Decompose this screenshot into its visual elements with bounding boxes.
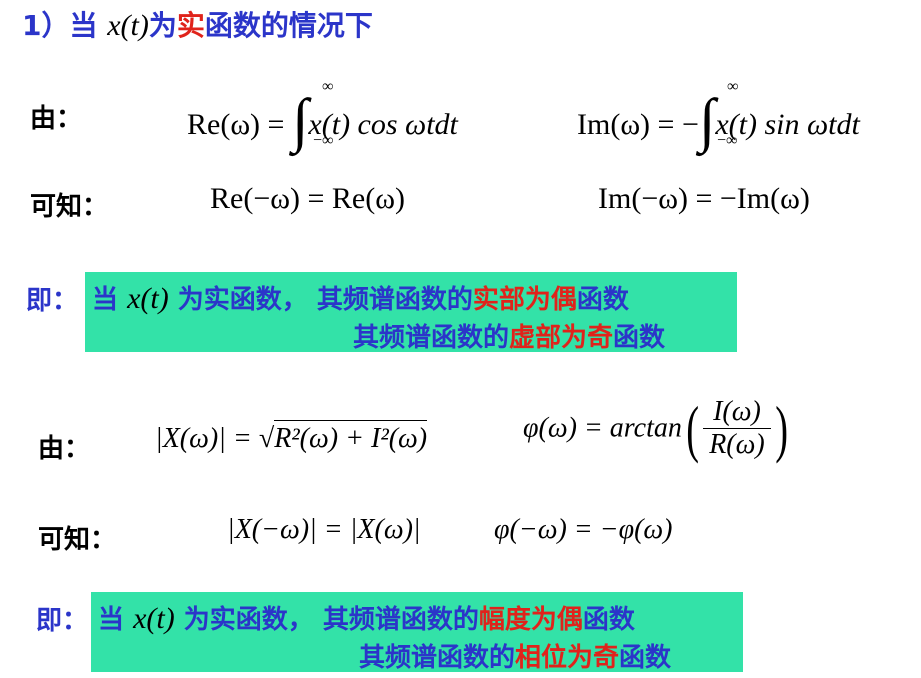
box2-line2: 其频谱函数的相位为奇函数: [359, 637, 671, 674]
box2-line1-c: 其频谱函数的: [313, 605, 479, 635]
box1-line2-a: 其频谱函数的: [353, 323, 510, 353]
heading-number: 1）: [22, 9, 70, 42]
box2-line1-b: 为实函数，: [174, 605, 314, 635]
integral-sign: ∫: [291, 87, 309, 153]
re-lhs: Re(ω) =: [187, 108, 292, 141]
left-paren: (: [686, 392, 699, 464]
heading-mid: 为: [148, 9, 177, 42]
box1-line1-a: 当: [92, 285, 128, 315]
row1-label: 由：: [30, 104, 83, 134]
row2-label: 可知：: [30, 192, 109, 222]
box1-line1-d: 函数: [576, 285, 629, 315]
numerator: I(ω): [703, 396, 771, 429]
conclusion-box-2: [91, 592, 743, 672]
phase-odd-equation: φ(−ω) = −φ(ω): [494, 514, 673, 545]
heading-var: x(t): [107, 9, 149, 42]
im-rhs: x(t) sin ωtdt: [715, 108, 860, 141]
row4-label: 可知：: [38, 525, 117, 555]
fraction: I(ω)R(ω): [703, 396, 771, 461]
row3-label: 由：: [38, 434, 91, 464]
heading-red-word: 实: [176, 9, 205, 42]
conclusion-box-1: [85, 272, 737, 352]
box1-line1: 当 x(t) 为实函数， 其频谱函数的实部为偶函数: [92, 279, 629, 316]
box2-var: x(t): [133, 602, 175, 635]
box1-line1-c: 其频谱函数的: [307, 285, 473, 315]
box1-var: x(t): [127, 282, 169, 315]
upper-limit: ∞: [727, 78, 739, 95]
right-paren: ): [774, 392, 788, 464]
box2-line1-red: 幅度为偶: [478, 605, 583, 635]
box1-line2: 其频谱函数的虚部为奇函数: [353, 317, 665, 354]
box1-line2-b: 函数: [613, 323, 666, 353]
integral-sign: ∫: [698, 87, 716, 153]
box2-line1-d: 函数: [582, 605, 635, 635]
box2-line2-a: 其频谱函数的: [359, 643, 516, 673]
box1-line2-red: 虚部为奇: [509, 323, 614, 353]
heading-suffix: 函数的情况下: [204, 9, 373, 42]
slide-heading: 1）当 x(t)为实函数的情况下: [22, 4, 373, 44]
box1-line1-b: 为实函数，: [168, 285, 308, 315]
real-part-integral: Re(ω) = ∫ ∞ −∞x(t) cos ωtdt: [187, 78, 458, 150]
denominator: R(ω): [709, 429, 765, 460]
box2-line2-b: 函数: [619, 643, 672, 673]
re-rhs: x(t) cos ωtdt: [308, 108, 458, 141]
box1-line1-red: 实部为偶: [472, 285, 577, 315]
phi-lhs: φ(ω) = arctan: [523, 412, 682, 444]
real-even-equation: Re(−ω) = Re(ω): [210, 182, 405, 215]
phase-equation: φ(ω) = arctan(I(ω)R(ω)): [523, 396, 792, 461]
magnitude-even-equation: |X(−ω)| = |X(ω)|: [227, 514, 421, 545]
imag-part-integral: Im(ω) = −∫ ∞ −∞x(t) sin ωtdt: [577, 78, 860, 150]
magnitude-equation: |X(ω)| = √R²(ω) + I²(ω): [155, 420, 428, 455]
heading-prefix: 当: [69, 9, 108, 42]
mag-lhs: |X(ω)| =: [155, 423, 259, 454]
sqrt-body: R²(ω) + I²(ω): [274, 420, 428, 455]
box2-prefix: 即：: [36, 606, 89, 636]
upper-limit: ∞: [322, 78, 334, 95]
lower-limit: −∞: [313, 132, 334, 149]
box2-line1: 当 x(t) 为实函数， 其频谱函数的幅度为偶函数: [98, 599, 635, 636]
box2-line1-a: 当: [98, 605, 134, 635]
imag-odd-equation: Im(−ω) = −Im(ω): [598, 182, 810, 215]
box2-line2-red: 相位为奇: [515, 643, 620, 673]
box1-prefix: 即：: [26, 286, 79, 316]
lower-limit: −∞: [717, 132, 738, 149]
im-lhs: Im(ω) = −: [577, 108, 699, 141]
